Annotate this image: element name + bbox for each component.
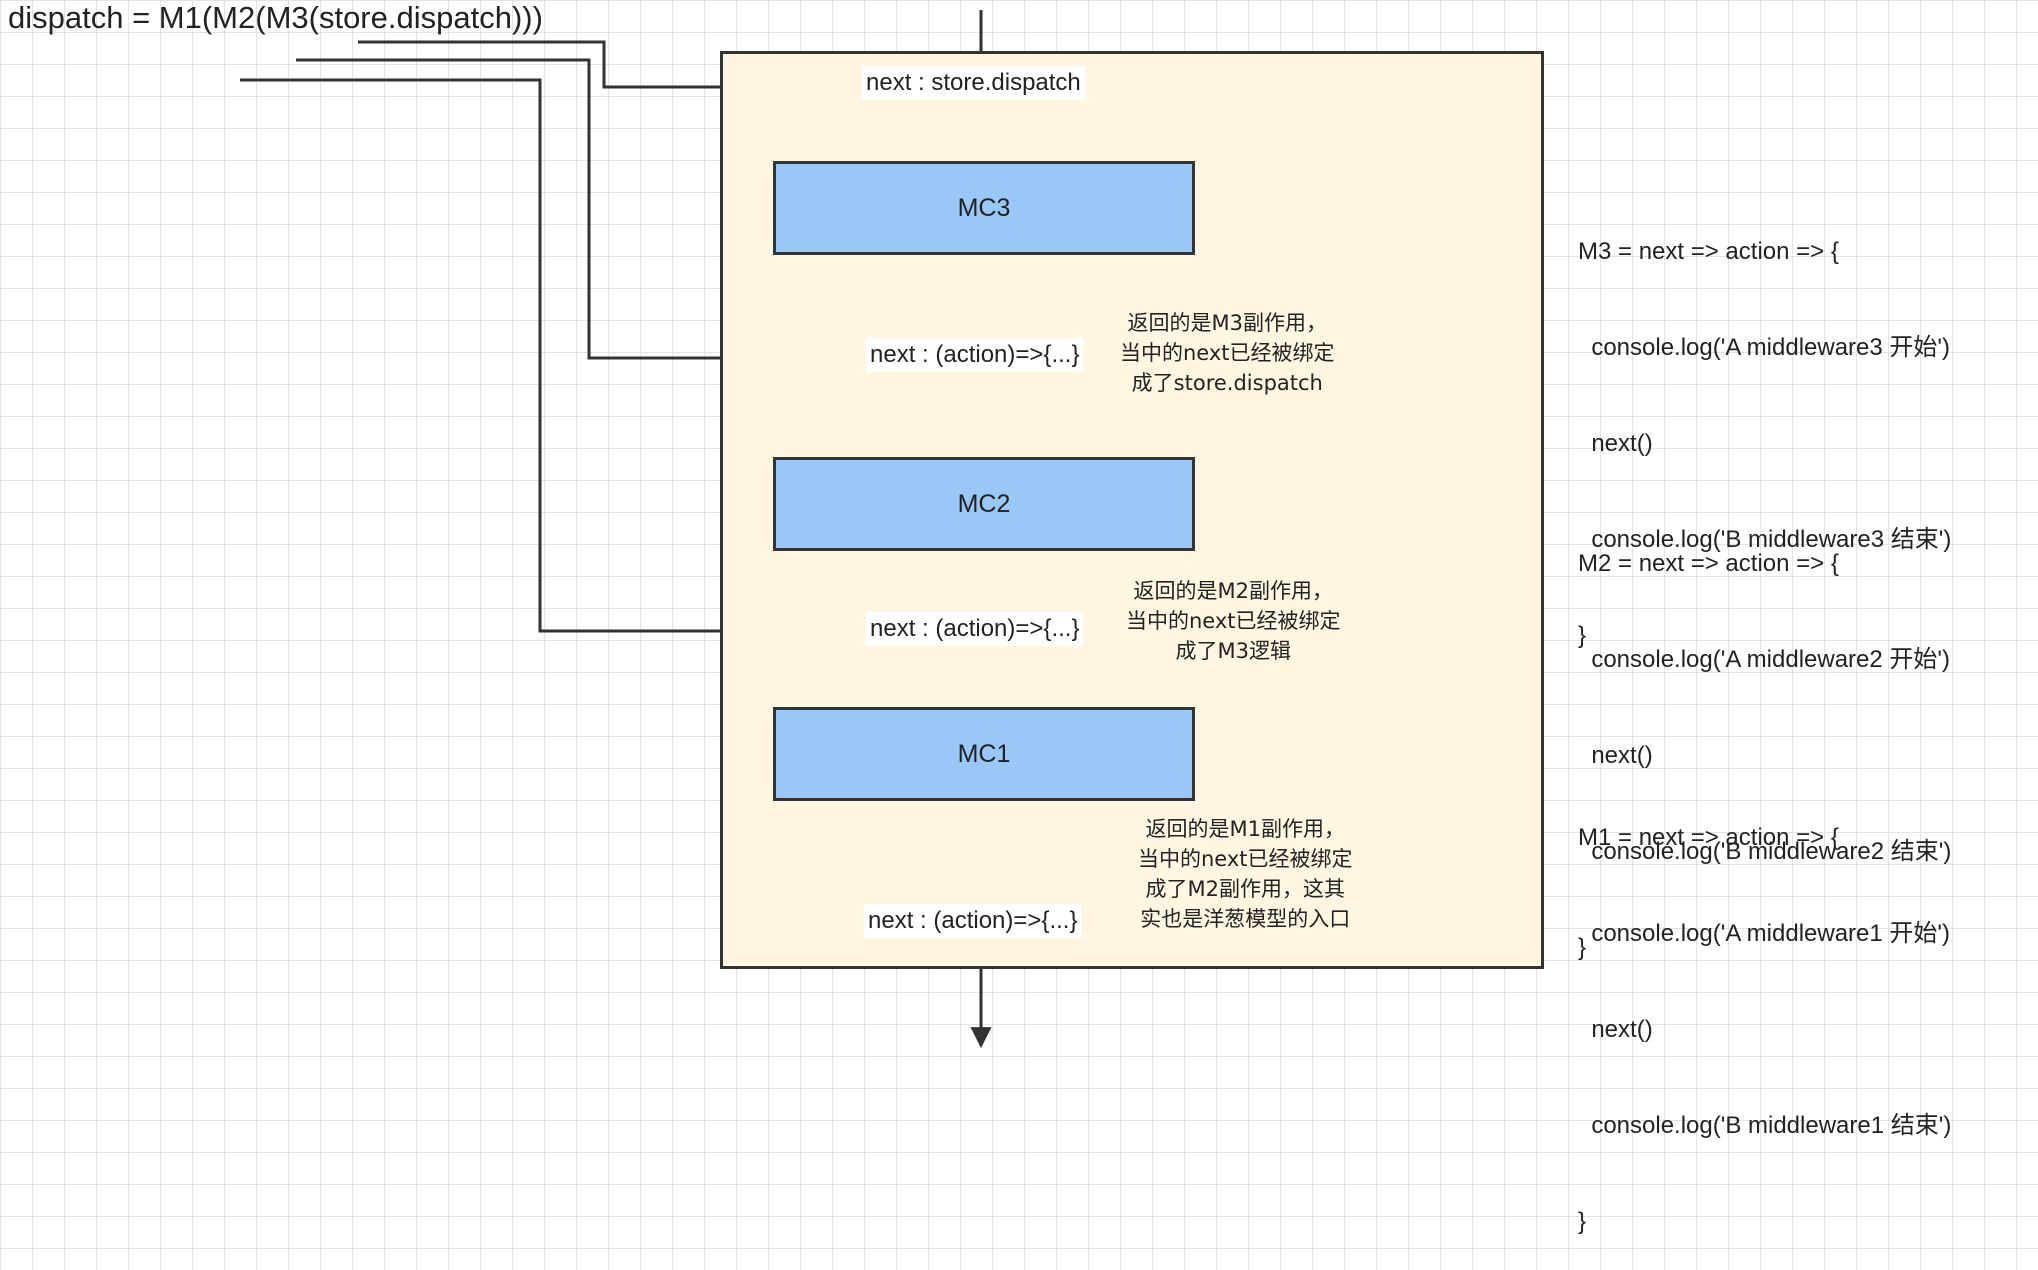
note-line: 实也是洋葱模型的入口 bbox=[1140, 907, 1351, 931]
code-line: next() bbox=[1578, 1016, 1653, 1043]
mc2-box: MC2 bbox=[773, 457, 1195, 551]
wire-m2 bbox=[296, 58, 853, 369]
wire-m1 bbox=[240, 78, 849, 642]
note-line: 当中的next已经被绑定 bbox=[1120, 341, 1335, 365]
code-line: M3 = next => action => { bbox=[1578, 238, 1839, 265]
code-line: } bbox=[1578, 622, 1587, 649]
code-line: next() bbox=[1578, 430, 1653, 457]
note-m3: 返回的是M3副作用， 当中的next已经被绑定 成了store.dispatch bbox=[1120, 308, 1335, 398]
note-line: 当中的next已经被绑定 bbox=[1126, 609, 1341, 633]
mc3-box: MC3 bbox=[773, 161, 1195, 255]
code-block-m1: M1 = next => action => { console.log('A … bbox=[1578, 758, 1951, 1270]
next-label-m2: next : (action)=>{...} bbox=[866, 612, 1084, 646]
code-line: M2 = next => action => { bbox=[1578, 550, 1839, 577]
code-line: console.log('A middleware1 开始') bbox=[1578, 920, 1950, 947]
code-line: } bbox=[1578, 934, 1587, 961]
note-m2: 返回的是M2副作用， 当中的next已经被绑定 成了M3逻辑 bbox=[1126, 576, 1341, 666]
note-line: 当中的next已经被绑定 bbox=[1138, 847, 1353, 871]
note-line: 成了M2副作用，这其 bbox=[1145, 877, 1345, 901]
note-m1: 返回的是M1副作用， 当中的next已经被绑定 成了M2副作用，这其 实也是洋葱… bbox=[1138, 814, 1353, 934]
code-line: } bbox=[1578, 1208, 1587, 1235]
mc1-box: MC1 bbox=[773, 707, 1195, 801]
code-line: console.log('A middleware3 开始') bbox=[1578, 334, 1950, 361]
code-line: console.log('A middleware2 开始') bbox=[1578, 646, 1950, 673]
code-block-m2: M2 = next => action => { console.log('A … bbox=[1578, 484, 1951, 996]
code-line: console.log('B middleware1 结束') bbox=[1578, 1112, 1952, 1139]
note-line: 返回的是M3副作用， bbox=[1127, 311, 1327, 335]
code-line: next() bbox=[1578, 742, 1653, 769]
next-label-store-dispatch: next : store.dispatch bbox=[862, 66, 1085, 100]
code-line: M1 = next => action => { bbox=[1578, 824, 1839, 851]
dispatch-formula: dispatch = M1(M2(M3(store.dispatch))) bbox=[8, 0, 543, 35]
next-label-m1: next : (action)=>{...} bbox=[864, 904, 1082, 938]
note-line: 返回的是M1副作用， bbox=[1145, 817, 1345, 841]
note-line: 成了store.dispatch bbox=[1131, 371, 1323, 395]
code-line: console.log('B middleware3 结束') bbox=[1578, 526, 1952, 553]
code-line: console.log('B middleware2 结束') bbox=[1578, 838, 1952, 865]
wire-m3 bbox=[358, 40, 833, 98]
next-label-m3: next : (action)=>{...} bbox=[866, 338, 1084, 372]
note-line: 成了M3逻辑 bbox=[1175, 639, 1291, 663]
code-block-m3: M3 = next => action => { console.log('A … bbox=[1578, 172, 1951, 684]
note-line: 返回的是M2副作用， bbox=[1133, 579, 1333, 603]
